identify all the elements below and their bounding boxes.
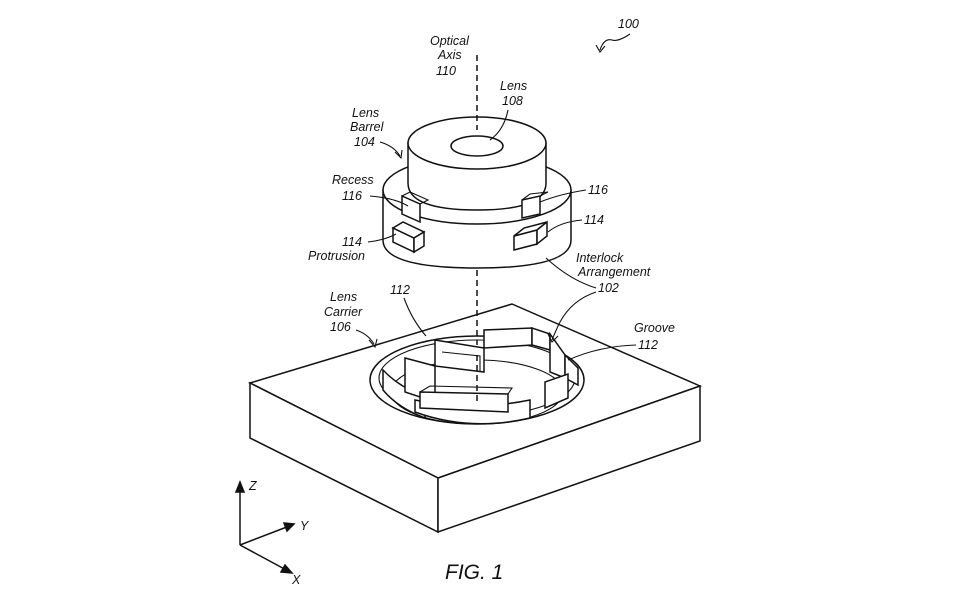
figure-number: 100 xyxy=(618,17,639,31)
coordinate-axes: Z Y X xyxy=(234,479,310,587)
lens-label: Lens 108 xyxy=(489,79,527,141)
interlock-text-1: Interlock xyxy=(576,251,624,265)
lens-text: Lens xyxy=(500,79,527,93)
x-axis-label: X xyxy=(291,573,301,587)
recess-right-label: 116 xyxy=(539,183,608,203)
barrel-recess-right xyxy=(521,191,549,219)
lens-carrier-label: Lens Carrier 106 xyxy=(324,290,378,349)
lens-carrier-ref: 106 xyxy=(330,320,351,334)
z-axis-label: Z xyxy=(248,479,257,493)
optical-axis-text-2: Axis xyxy=(437,48,462,62)
interlock-text-2: Arrangement xyxy=(577,265,651,279)
figure-caption: FIG. 1 xyxy=(445,561,503,584)
recess-label: Recess 116 xyxy=(332,173,409,207)
lens-barrel xyxy=(382,116,572,269)
interlock-ref: 102 xyxy=(598,281,619,295)
groove-label: Groove 112 xyxy=(567,321,675,361)
protrusion-ref: 114 xyxy=(342,235,362,249)
recess-right-ref: 116 xyxy=(588,183,608,197)
carrier-ring-walls xyxy=(382,326,579,425)
protrusion-label: 114 Protrusion xyxy=(308,233,397,263)
lens-ref: 108 xyxy=(502,94,523,108)
optical-axis-ref: 110 xyxy=(436,64,456,78)
lens-barrel-text-2: Barrel xyxy=(350,120,385,134)
optical-axis-label: Optical Axis 110 xyxy=(430,34,470,78)
lens-carrier-text-2: Carrier xyxy=(324,305,363,319)
protrusion-text: Protrusion xyxy=(308,249,365,263)
lens-carrier-text-1: Lens xyxy=(330,290,357,304)
recess-ref: 116 xyxy=(342,189,362,203)
lens-barrel-label: Lens Barrel 104 xyxy=(350,106,403,160)
groove-text: Groove xyxy=(634,321,675,335)
protrusion-right-label: 114 xyxy=(547,213,604,233)
lens-barrel-ref: 104 xyxy=(354,135,375,149)
barrel-protrusion-left xyxy=(391,221,426,254)
barrel-recess-left xyxy=(401,191,430,224)
protrusion-right-ref: 114 xyxy=(584,213,604,227)
groove-ref: 112 xyxy=(638,338,658,352)
y-axis-label: Y xyxy=(300,519,310,533)
barrel-protrusion-right xyxy=(513,220,548,251)
figure-number-label: 100 xyxy=(595,17,639,53)
optical-axis-text-1: Optical xyxy=(430,34,470,48)
recess-text: Recess xyxy=(332,173,374,187)
interlock-label: Interlock Arrangement 102 xyxy=(545,251,651,343)
groove-left-label: 112 xyxy=(390,283,427,337)
lens-barrel-text-1: Lens xyxy=(352,106,379,120)
groove-left-ref: 112 xyxy=(390,283,410,297)
